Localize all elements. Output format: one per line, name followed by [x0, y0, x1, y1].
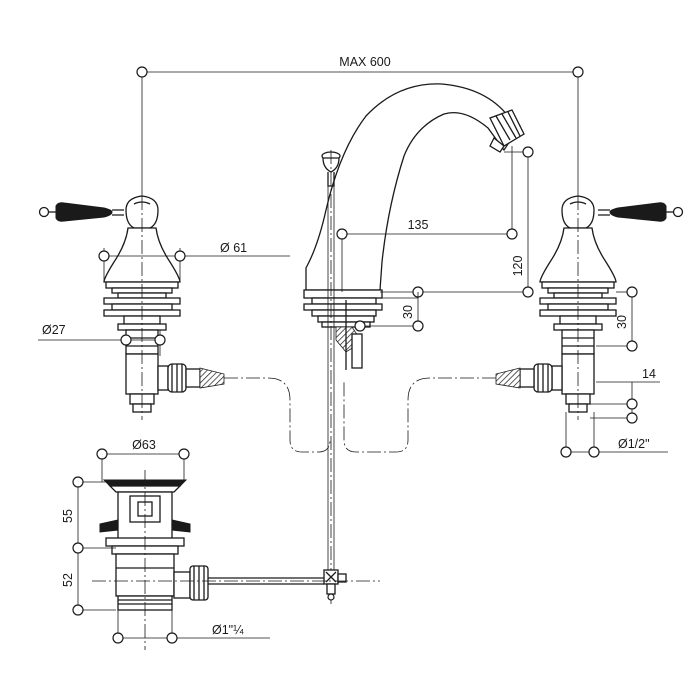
- dimension-spout-reach: 135: [336, 146, 518, 292]
- label-thread: Ø1/2": [618, 437, 650, 451]
- dimension-thread: Ø1/2": [560, 412, 668, 458]
- label-drain-diameter: Ø63: [132, 438, 156, 452]
- label-handle-diameter: Ø 61: [220, 241, 247, 255]
- dimension-max-width: MAX 600: [136, 55, 584, 196]
- label-drain-thread: Ø1"¼: [212, 623, 244, 637]
- left-lever-handle: [38, 202, 124, 222]
- label-spout-reach: 135: [408, 218, 429, 232]
- label-spout-base: 30: [401, 305, 415, 319]
- left-hose-centerline: [224, 377, 331, 453]
- label-shank-height: 30: [615, 315, 629, 329]
- dimension-drain-diameter: Ø63: [96, 438, 190, 482]
- right-lever-handle: [598, 202, 684, 222]
- label-connector-length: 14: [642, 367, 656, 381]
- dimension-handle-diameter: Ø 61: [98, 241, 290, 282]
- label-shank-diameter: Ø27: [42, 323, 66, 337]
- label-max-width: MAX 600: [339, 55, 390, 69]
- dimension-shank-diameter: Ø27: [38, 323, 166, 356]
- label-spout-height: 120: [511, 256, 525, 277]
- spout-body: [305, 83, 521, 291]
- dimension-spout-height: 120: [380, 146, 534, 298]
- dimension-drain-heights: 55 52: [61, 476, 116, 616]
- right-hose-centerline: [343, 377, 496, 453]
- dimension-shank-height: 30: [596, 286, 638, 352]
- label-drain-upper: 55: [61, 509, 75, 523]
- pop-up-rod: [327, 186, 335, 572]
- pop-up-waste: [92, 470, 380, 650]
- dimension-spout-base: 30: [354, 292, 424, 332]
- dimension-connector-length: 14: [590, 367, 660, 424]
- spout-base-plate: [303, 289, 383, 299]
- right-valve-bell: [539, 227, 617, 283]
- label-drain-lower: 52: [61, 573, 75, 587]
- left-valve: [38, 195, 225, 413]
- dimension-drain-thread: Ø1"¼: [112, 610, 270, 644]
- center-spout: [303, 83, 525, 604]
